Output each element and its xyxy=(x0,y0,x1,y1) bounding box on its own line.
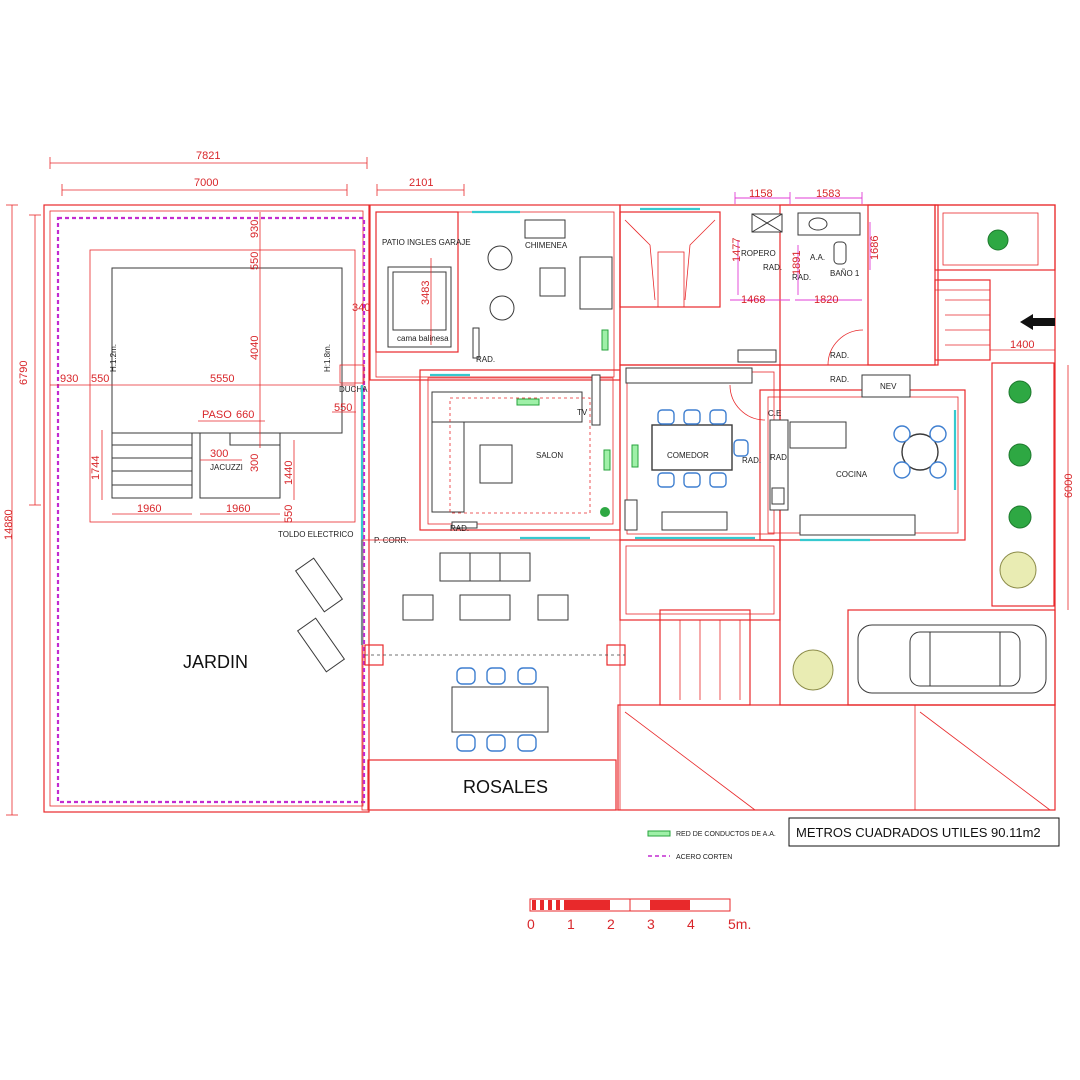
dim-7000: 7000 xyxy=(194,177,218,189)
dim-1400: 1400 xyxy=(1010,339,1034,351)
scale-5: 5m. xyxy=(728,916,751,932)
dim-1583: 1583 xyxy=(816,188,840,200)
ducha-label: DUCHA xyxy=(339,385,368,394)
tree-icon xyxy=(987,229,1009,251)
scale-0: 0 xyxy=(527,916,535,932)
dim-7821: 7821 xyxy=(196,150,220,162)
staircase xyxy=(619,211,990,346)
top-dimensions: 7821 7000 2101 1158 1583 xyxy=(49,150,863,204)
legend-ducts: RED DE CONDUCTOS DE A.A. xyxy=(676,831,776,838)
tree-icon xyxy=(1008,380,1032,404)
dim-3483: 3483 xyxy=(420,281,432,305)
dim-2101: 2101 xyxy=(409,177,433,189)
legend-corten: ACERO CORTEN xyxy=(676,854,732,861)
bano-label: BAÑO 1 xyxy=(830,269,860,278)
car xyxy=(857,624,1047,694)
tree-icon xyxy=(1008,443,1032,467)
dim-550b: 550 xyxy=(91,373,109,385)
legend: RED DE CONDUCTOS DE A.A. ACERO CORTEN ME… xyxy=(647,817,1060,861)
dim-1158: 1158 xyxy=(749,188,773,200)
dim-1960b: 1960 xyxy=(226,503,250,515)
dim-5550: 5550 xyxy=(210,373,234,385)
dim-340: 340 xyxy=(352,302,370,314)
ropero-label: ROPERO xyxy=(741,249,776,258)
tv-label: TV xyxy=(577,408,588,417)
shrub-icon xyxy=(999,551,1037,589)
scale-bar: 0 1 2 3 4 5m. xyxy=(527,898,751,932)
rad-label-1: RAD. xyxy=(476,355,495,364)
entrance-arrow-icon xyxy=(1020,314,1055,330)
dim-1440: 1440 xyxy=(283,461,295,485)
sun-loungers xyxy=(294,557,346,673)
rad-label-6: RAD. xyxy=(830,351,849,360)
rad-label-5: RAD. xyxy=(792,273,811,282)
plant-icon xyxy=(600,507,610,517)
nev-label: NEV xyxy=(880,382,897,391)
dim-1960a: 1960 xyxy=(137,503,161,515)
dim-1891: 1891 xyxy=(791,251,803,275)
dim-300b: 300 xyxy=(249,454,261,472)
jacuzzi-label: JACUZZI xyxy=(210,463,243,472)
dim-550a: 550 xyxy=(249,252,261,270)
patio-label: PATIO INGLES GARAJE xyxy=(382,238,471,247)
dim-6000: 6000 xyxy=(1063,474,1075,498)
ce-label: C.E xyxy=(768,409,781,418)
rad-label-2: RAD. xyxy=(450,524,469,533)
dim-300a: 300 xyxy=(210,448,228,460)
porch-furniture xyxy=(402,552,569,621)
dim-1744: 1744 xyxy=(90,456,102,480)
dim-1820: 1820 xyxy=(814,294,838,306)
cocina-label: COCINA xyxy=(836,470,868,479)
rosales-label: ROSALES xyxy=(463,777,548,797)
dim-4040: 4040 xyxy=(249,336,261,360)
pool: JACUZZI H:1.2m. H:1.8m. 930 550 4040 300… xyxy=(50,212,356,523)
shrub-icon xyxy=(792,649,834,691)
dim-1686: 1686 xyxy=(869,236,881,260)
h12-label: H:1.2m. xyxy=(109,344,118,372)
jardin-label: JARDIN xyxy=(183,652,248,672)
dim-550c: 550 xyxy=(334,402,352,414)
comedor-label: COMEDOR xyxy=(667,451,709,460)
dim-1477: 1477 xyxy=(731,238,743,262)
scale-3: 3 xyxy=(647,916,655,932)
area-label: METROS CUADRADOS UTILES 90.11m2 xyxy=(796,825,1041,840)
dining-chairs xyxy=(657,409,749,488)
left-dimensions: 14880 6790 xyxy=(3,204,41,816)
toldo-label: TOLDO ELECTRICO xyxy=(278,530,353,539)
rad-label-8: RAD. xyxy=(770,453,789,462)
dim-930a: 930 xyxy=(249,220,261,238)
dim-14880: 14880 xyxy=(3,509,15,540)
bath-dimensions: 1477 1891 1686 1468 1820 xyxy=(730,222,881,306)
scale-2: 2 xyxy=(607,916,615,932)
salon-label: SALON xyxy=(536,451,563,460)
rad-label-7: RAD. xyxy=(830,375,849,384)
dim-6790: 6790 xyxy=(18,361,30,385)
h18-label: H:1.8m. xyxy=(323,344,332,372)
corten-steel-border xyxy=(56,216,366,804)
dim-1468: 1468 xyxy=(741,294,765,306)
paso-label: PASO xyxy=(202,409,232,421)
dim-550d: 550 xyxy=(283,505,295,523)
rad-label-4: RAD. xyxy=(763,263,782,272)
scale-4: 4 xyxy=(687,916,695,932)
dim-930b: 930 xyxy=(60,373,78,385)
aa-label: A.A. xyxy=(810,253,825,262)
outdoor-dining xyxy=(451,667,549,752)
dim-660: 660 xyxy=(236,409,254,421)
cama-label: cama balinesa xyxy=(397,334,449,343)
pcorr-label: P. CORR. xyxy=(374,536,409,545)
chimenea-label: CHIMENEA xyxy=(525,241,568,250)
scale-1: 1 xyxy=(567,916,575,932)
tree-icon xyxy=(1008,505,1032,529)
rad-label-3: RAD. xyxy=(742,456,761,465)
